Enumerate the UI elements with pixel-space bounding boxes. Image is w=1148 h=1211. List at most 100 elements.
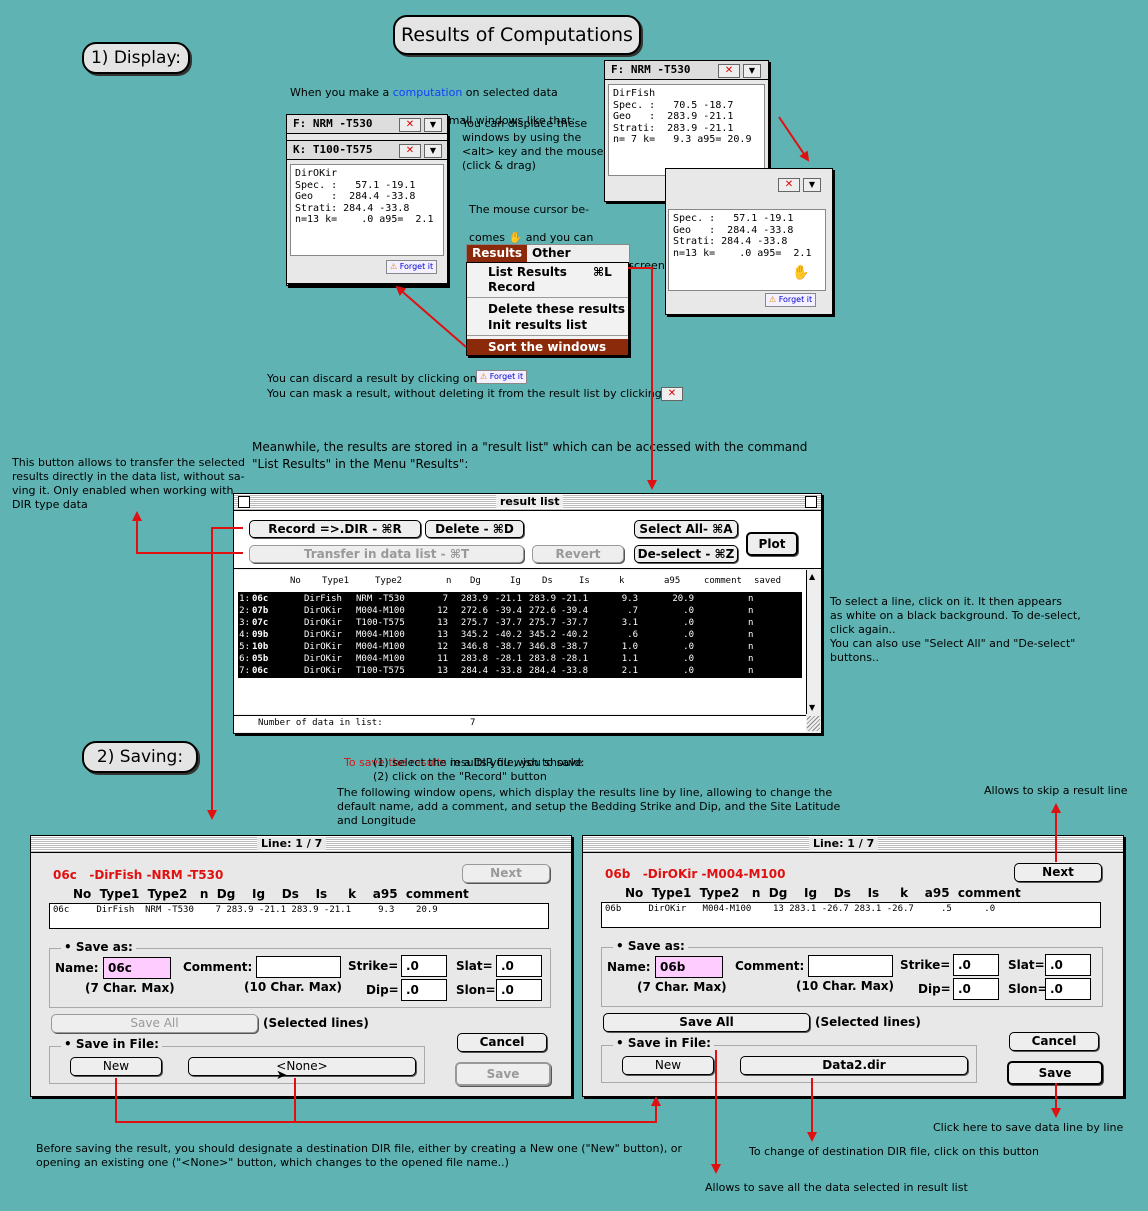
table-cell: 4: [239,630,250,640]
chevron-down-icon[interactable]: ▼ [743,64,761,78]
chevron-down-icon[interactable]: ▼ [424,144,442,158]
delete-button[interactable]: Delete - ⌘D [425,520,524,538]
table-cell: -28.1 [494,654,522,664]
table-cell: 11 [437,654,448,664]
menu-item-list-results[interactable]: List Results ⌘L [488,265,623,279]
strike-field[interactable]: .0 [401,955,447,977]
table-cell: n [748,642,754,652]
save-all-button[interactable]: Save All [603,1013,810,1032]
window-title[interactable]: K: T100-T575 [287,141,447,160]
next-button[interactable]: Next [1014,863,1102,882]
table-cell: 07c [252,618,269,628]
table-cell: .0 [683,642,694,652]
new-file-button[interactable]: New [70,1057,162,1076]
result-window-t100-t575[interactable]: K: T100-T575 ✕ ▼ DirOKir Spec. : 57.1 -1… [286,140,448,284]
dialog-titlebar[interactable]: Line: 1 / 7 [31,836,571,853]
table-cell: 283.9 [528,594,556,604]
menu-item-record[interactable]: Record [488,280,536,294]
close-icon[interactable]: ✕ [778,178,800,192]
record-dir-button[interactable]: Record =>.DIR - ⌘R [249,520,421,538]
table-cell: .0 [683,606,694,616]
table-cell: .0 [683,618,694,628]
table-cell: -40.2 [560,630,588,640]
scroll-down-arrow-icon[interactable]: ▼ [809,703,816,712]
dialog-titlebar[interactable]: Line: 1 / 7 [583,836,1123,853]
cancel-button[interactable]: Cancel [457,1033,547,1052]
column-header-dg: Dg [470,576,481,586]
file-select-button[interactable]: <None> [188,1057,416,1076]
close-icon[interactable]: ✕ [399,144,421,158]
comment-field[interactable] [808,955,893,977]
name-field[interactable]: 06b [655,956,723,978]
table-cell: 1.0 [621,642,638,652]
menu-item-sort-windows[interactable]: Sort the windows [467,339,628,355]
vertical-scrollbar[interactable]: ▲ ▼ [806,570,821,714]
table-cell: 2.1 [621,666,638,676]
close-icon[interactable]: ✕ [399,118,421,132]
chevron-down-icon[interactable]: ▼ [803,178,821,192]
note-meanwhile: Meanwhile, the results are stored in a "… [252,440,808,471]
file-select-button[interactable]: Data2.dir [740,1056,968,1075]
cancel-button[interactable]: Cancel [1009,1032,1099,1051]
save-all-button[interactable]: Save All [51,1014,258,1033]
zoom-box-icon[interactable] [805,496,817,508]
menu-results[interactable]: Results [467,245,528,262]
column-header-type2: Type2 [375,576,403,586]
strike-field[interactable]: .0 [953,954,999,976]
dip-label: Dip= [366,983,399,997]
revert-button[interactable]: Revert [532,545,624,563]
menu-item-shortcut: ⌘L [593,265,612,279]
dip-field[interactable]: .0 [953,978,999,1000]
table-cell: NRM -T530 [356,594,405,604]
deselect-button[interactable]: De-select - ⌘Z [634,545,738,563]
table-cell: 284.4 [460,666,488,676]
slon-field[interactable]: .0 [1045,978,1091,1000]
dialog-title: Line: 1 / 7 [257,837,327,850]
computation-link[interactable]: computation [392,86,463,99]
table-cell: 09b [252,630,269,640]
forget-button[interactable]: ⚠ Forget it [386,260,438,274]
table-cell: -28.1 [560,654,588,664]
save-as-label: • Save as: [61,940,136,954]
table-cell: 345.2 [528,630,556,640]
select-all-button[interactable]: Select All- ⌘A [634,520,738,538]
menu-item-delete-results[interactable]: Delete these results [488,302,626,316]
dip-label: Dip= [918,982,951,996]
table-cell: -40.2 [494,630,522,640]
forget-button[interactable]: ⚠ Forget it [765,293,817,307]
slat-field[interactable]: .0 [1045,954,1091,976]
table-cell: 12 [437,642,448,652]
next-button[interactable]: Next [462,864,550,883]
slat-field[interactable]: .0 [496,955,542,977]
chevron-down-icon[interactable]: ▼ [424,118,442,132]
save-button[interactable]: Save [1007,1061,1103,1085]
result-window-moved[interactable]: ✕ ▼ Spec. : 57.1 -19.1 Geo : 284.4 -33.8… [665,168,833,315]
close-box-icon[interactable] [238,496,250,508]
window-title[interactable]: F: NRM -T530 [287,115,447,134]
result-list-titlebar[interactable]: result list [234,494,821,511]
slon-field[interactable]: .0 [496,979,542,1001]
slon-label: Slon= [456,983,496,997]
table-cell: M004-M100 [356,630,405,640]
close-icon[interactable]: ✕ [718,64,740,78]
transfer-button[interactable]: Transfer in data list - ⌘T [249,545,524,563]
new-file-button[interactable]: New [622,1056,714,1075]
menu-item-label: Sort the windows [488,340,607,354]
table-cell: 9.3 [621,594,638,604]
resize-grip-icon[interactable] [807,716,820,731]
scroll-up-arrow-icon[interactable]: ▲ [809,572,816,581]
name-field[interactable]: 06c [103,957,171,979]
save-button[interactable]: Save [455,1062,551,1086]
dip-field[interactable]: .0 [401,979,447,1001]
menu-item-init-results-list[interactable]: Init results list [488,318,588,332]
plot-button[interactable]: Plot [746,532,798,556]
comment-field[interactable] [256,956,341,978]
forget-label: Forget it [778,295,813,304]
